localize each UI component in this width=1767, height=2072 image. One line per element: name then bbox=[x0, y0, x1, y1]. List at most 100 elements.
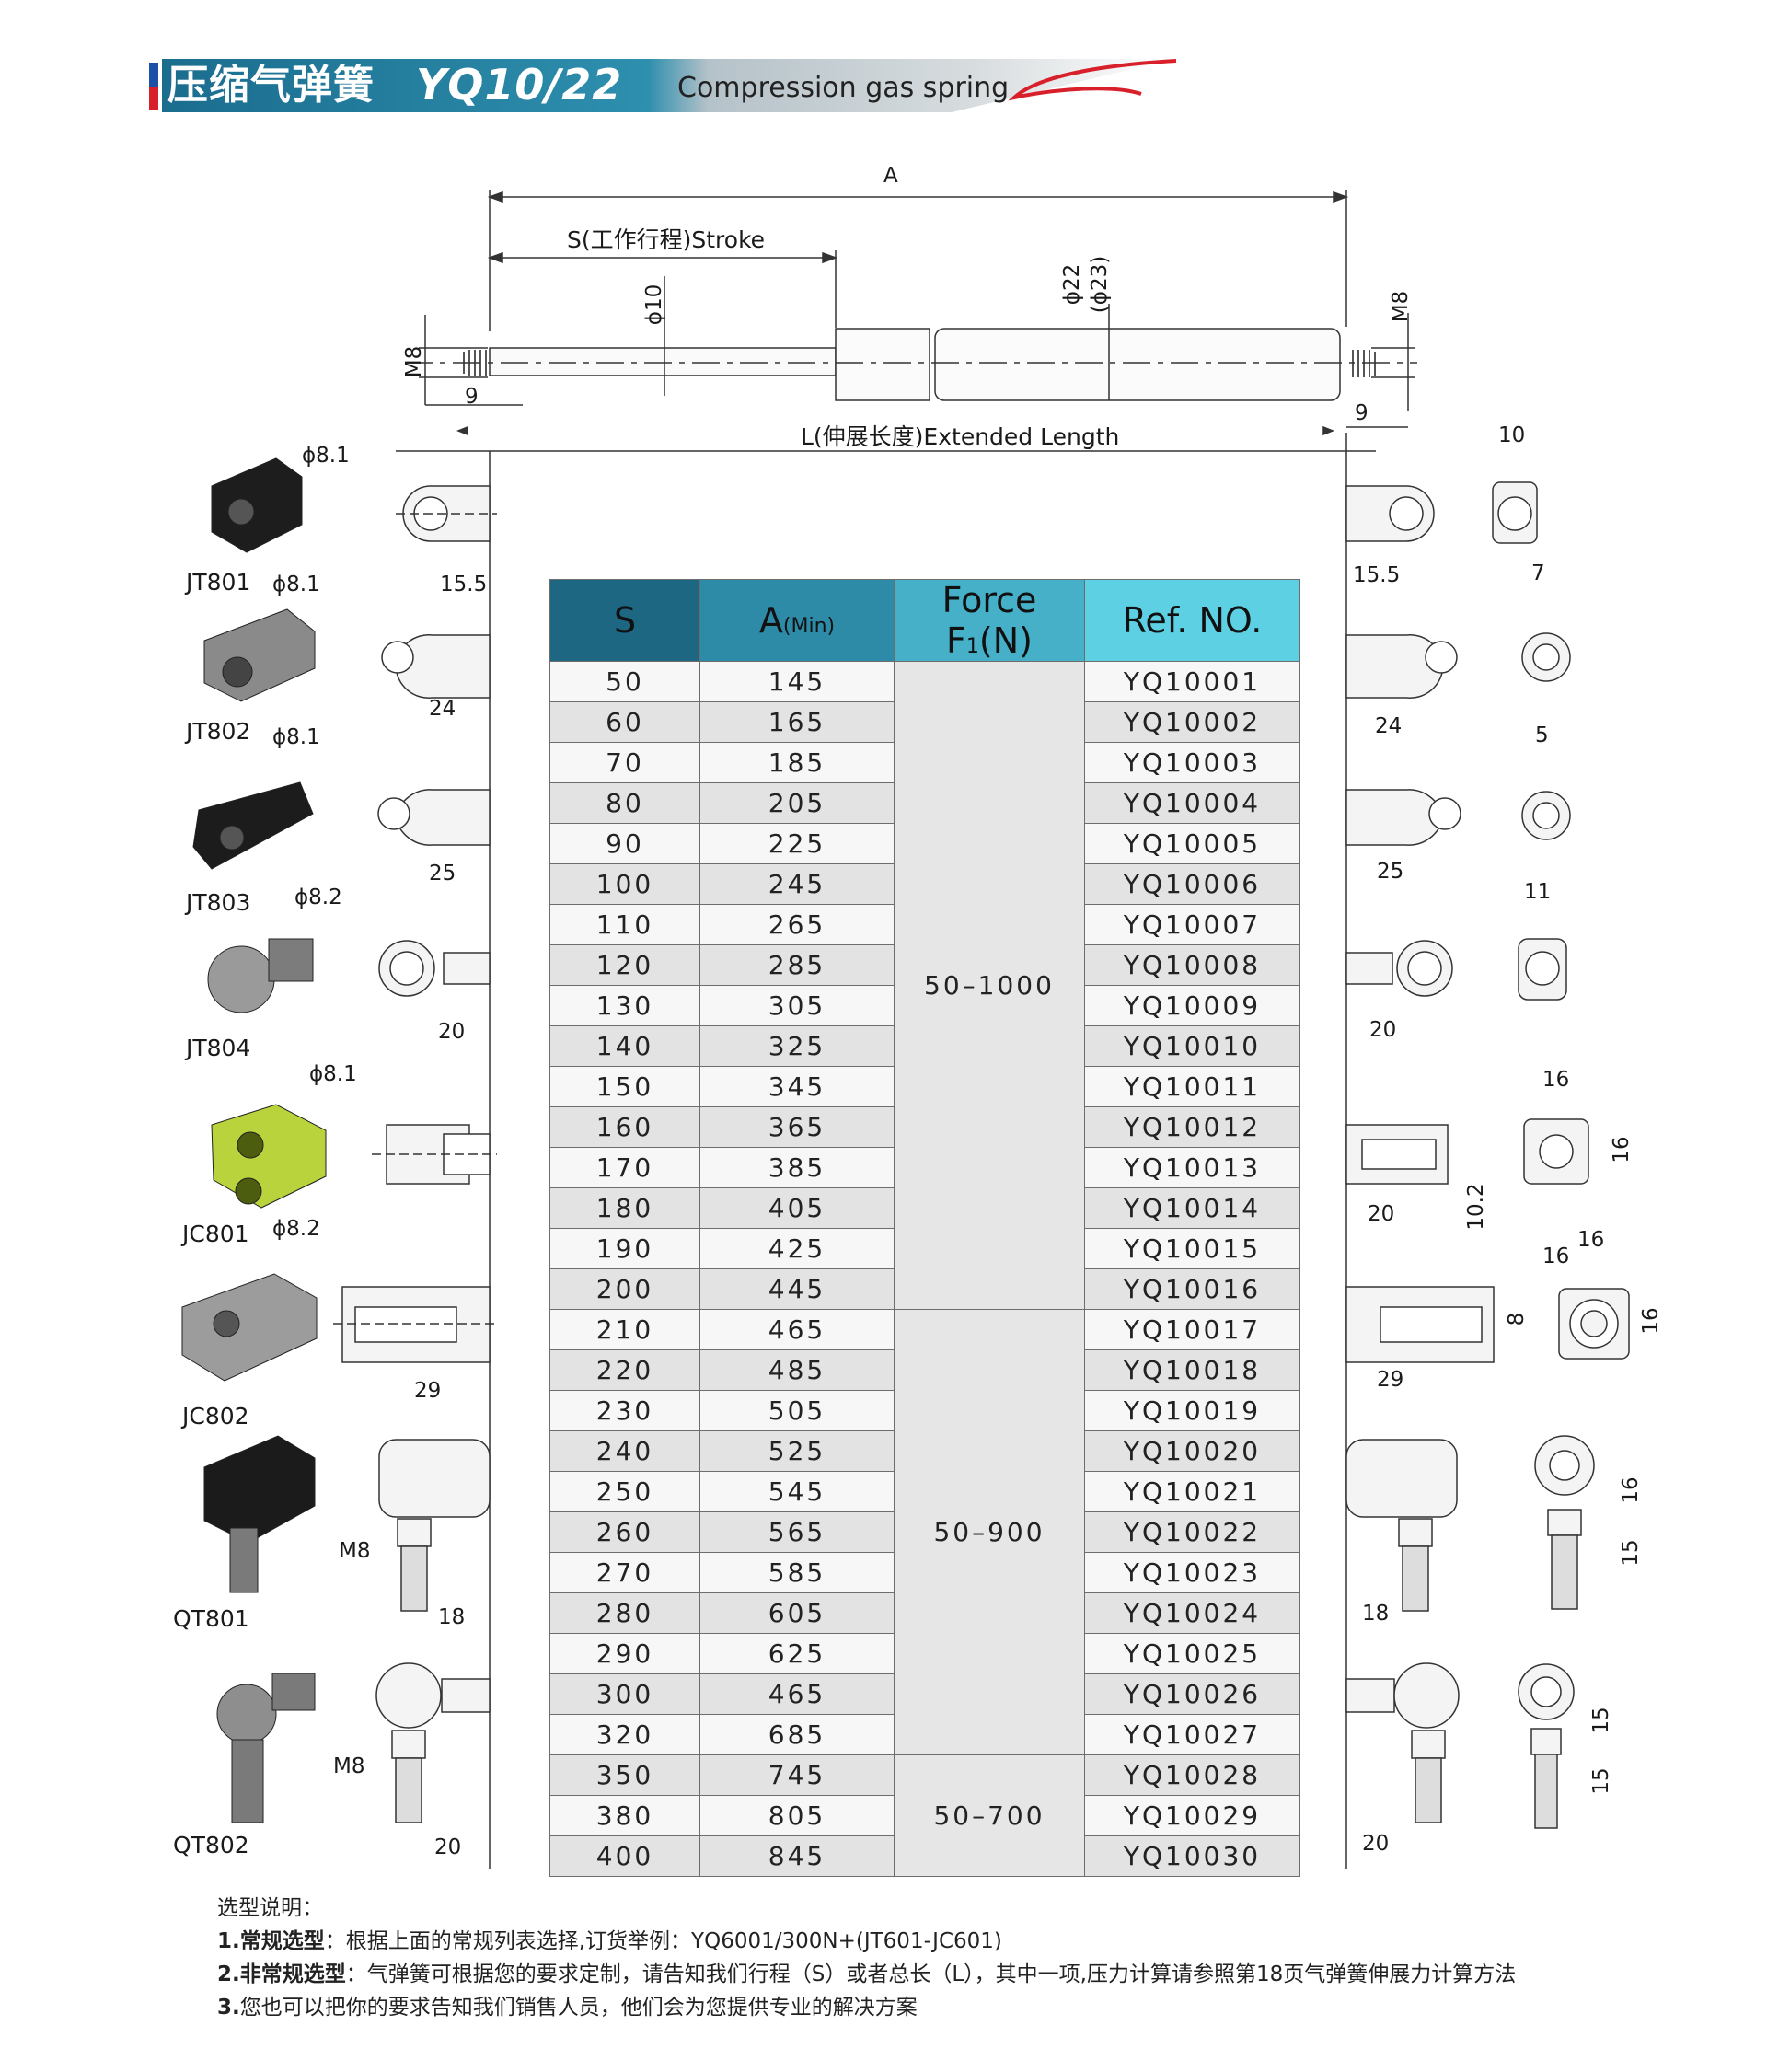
fitting-code-qt802: QT802 bbox=[173, 1832, 249, 1858]
cell-ref: YQ10012 bbox=[1084, 1106, 1300, 1148]
fitting-hole-jt804: ϕ8.2 bbox=[294, 886, 342, 909]
rod-diameter-label: ϕ10 bbox=[642, 284, 666, 326]
right-d6-len: 29 bbox=[1377, 1368, 1404, 1392]
cell-ref: YQ10022 bbox=[1084, 1511, 1300, 1553]
cell-s: 160 bbox=[549, 1106, 700, 1148]
cell-s: 260 bbox=[549, 1511, 700, 1553]
cell-ref: YQ10007 bbox=[1084, 904, 1300, 945]
right-d1-width: 10 bbox=[1498, 423, 1526, 447]
cell-a: 285 bbox=[699, 944, 895, 986]
cell-ref: YQ10017 bbox=[1084, 1309, 1300, 1350]
cell-a: 525 bbox=[699, 1430, 895, 1472]
fitting-code-jc801: JC801 bbox=[182, 1221, 249, 1247]
cell-a: 485 bbox=[699, 1349, 895, 1391]
cell-a: 565 bbox=[699, 1511, 895, 1553]
header-a: A(Min) bbox=[699, 579, 895, 662]
right-d4-width: 11 bbox=[1524, 880, 1552, 904]
right-d6-width2: 16 bbox=[1577, 1228, 1605, 1252]
right-d2-len: 24 bbox=[1375, 714, 1403, 738]
right-d1-len: 15.5 bbox=[1353, 563, 1401, 587]
cell-ref: YQ10027 bbox=[1084, 1714, 1300, 1755]
cell-s: 150 bbox=[549, 1066, 700, 1107]
thread-left-label: M8 bbox=[402, 345, 426, 378]
cell-ref: YQ10026 bbox=[1084, 1673, 1300, 1715]
cell-ref: YQ10023 bbox=[1084, 1552, 1300, 1593]
right-d8-len: 20 bbox=[1362, 1832, 1390, 1856]
cell-s: 170 bbox=[549, 1147, 700, 1188]
notes-title: 选型说明： bbox=[217, 1896, 323, 1920]
cell-a: 585 bbox=[699, 1552, 895, 1593]
cell-ref: YQ10025 bbox=[1084, 1633, 1300, 1674]
dim-a-label: A bbox=[884, 164, 898, 188]
fitting-thread-qt801: M8 bbox=[339, 1539, 371, 1563]
cell-force-group: 50–700 bbox=[894, 1754, 1085, 1877]
cell-s: 240 bbox=[549, 1430, 700, 1472]
cell-a: 445 bbox=[699, 1268, 895, 1310]
cell-s: 70 bbox=[549, 742, 700, 783]
cell-ref: YQ10029 bbox=[1084, 1795, 1300, 1836]
body-diameter-label: ϕ22 bbox=[1060, 263, 1084, 306]
cell-a: 325 bbox=[699, 1025, 895, 1067]
cell-ref: YQ10009 bbox=[1084, 985, 1300, 1026]
cell-ref: YQ10018 bbox=[1084, 1349, 1300, 1391]
cell-a: 245 bbox=[699, 863, 895, 905]
header-swoosh-icon bbox=[1008, 59, 1177, 101]
fitting-thread-qt802: M8 bbox=[333, 1754, 365, 1778]
cell-a: 385 bbox=[699, 1147, 895, 1188]
cell-s: 110 bbox=[549, 904, 700, 945]
right-d3-width: 5 bbox=[1535, 723, 1549, 747]
fitting-len-jc802: 29 bbox=[414, 1379, 442, 1403]
fitting-code-qt801: QT801 bbox=[173, 1605, 249, 1632]
right-d5-height: 16 bbox=[1610, 1136, 1634, 1163]
cell-ref: YQ10003 bbox=[1084, 742, 1300, 783]
note-1: 1.常规选型：根据上面的常规列表选择,订货举例：YQ6001/300N+(JT6… bbox=[217, 1929, 1002, 1953]
fitting-len-jt802: 24 bbox=[429, 697, 456, 721]
cell-s: 350 bbox=[549, 1754, 700, 1796]
cell-a: 605 bbox=[699, 1592, 895, 1634]
cell-ref: YQ10020 bbox=[1084, 1430, 1300, 1472]
cell-ref: YQ10011 bbox=[1084, 1066, 1300, 1107]
cell-s: 270 bbox=[549, 1552, 700, 1593]
cell-ref: YQ10024 bbox=[1084, 1592, 1300, 1634]
cell-ref: YQ10008 bbox=[1084, 944, 1300, 986]
fitting-hole-jt803: ϕ8.1 bbox=[272, 725, 320, 749]
fitting-code-jc802: JC802 bbox=[182, 1403, 249, 1430]
cell-ref: YQ10028 bbox=[1084, 1754, 1300, 1796]
cell-a: 745 bbox=[699, 1754, 895, 1796]
thread-right-label: M8 bbox=[1389, 290, 1413, 323]
fitting-len-qt801: 18 bbox=[438, 1605, 466, 1629]
thread-len-right-label: 9 bbox=[1355, 401, 1369, 425]
cell-a: 185 bbox=[699, 742, 895, 783]
cell-ref: YQ10014 bbox=[1084, 1187, 1300, 1229]
cell-ref: YQ10006 bbox=[1084, 863, 1300, 905]
fitting-code-jt803: JT803 bbox=[186, 889, 251, 916]
header-title-en: Compression gas spring bbox=[677, 72, 1010, 104]
cell-s: 100 bbox=[549, 863, 700, 905]
right-d7-len: 18 bbox=[1362, 1602, 1390, 1626]
cell-ref: YQ10030 bbox=[1084, 1835, 1300, 1877]
fitting-code-jt801: JT801 bbox=[186, 569, 251, 596]
fitting-code-jt802: JT802 bbox=[186, 718, 251, 745]
cell-ref: YQ10010 bbox=[1084, 1025, 1300, 1067]
cell-a: 805 bbox=[699, 1795, 895, 1836]
right-d4-len: 20 bbox=[1369, 1018, 1397, 1042]
cell-a: 365 bbox=[699, 1106, 895, 1148]
cell-s: 250 bbox=[549, 1471, 700, 1512]
fitting-len-jt801: 15.5 bbox=[440, 573, 488, 596]
header-title-cn: 压缩气弹簧 bbox=[167, 62, 375, 109]
right-d3-len: 25 bbox=[1377, 860, 1404, 884]
cell-a: 265 bbox=[699, 904, 895, 945]
cell-a: 685 bbox=[699, 1714, 895, 1755]
